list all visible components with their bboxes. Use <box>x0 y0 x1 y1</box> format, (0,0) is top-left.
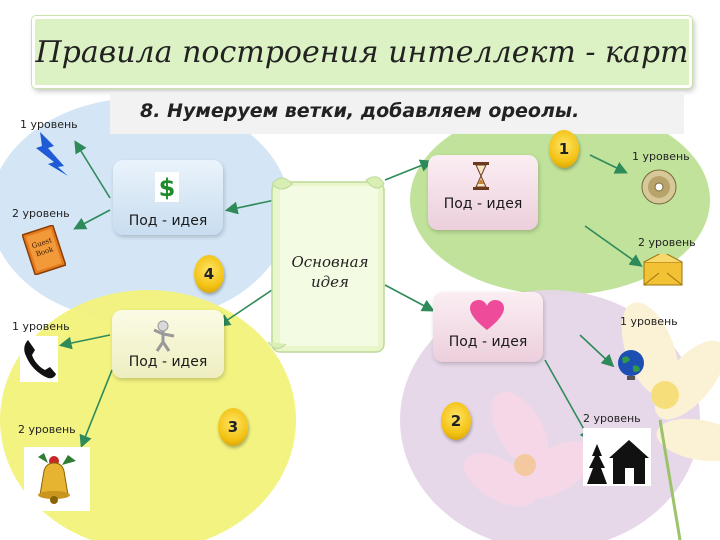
branch-number-1: 1 <box>549 130 579 168</box>
dollar-icon: $ <box>155 172 179 202</box>
arrow-b4-level1 <box>74 140 111 199</box>
sub-idea-label-2: Под - идея <box>448 334 528 350</box>
arrow-b3-level2 <box>79 369 113 448</box>
center-idea-line-1: Основная <box>291 253 369 271</box>
branch-number-3: 3 <box>218 408 248 446</box>
arrow-center-to-branch-1 <box>384 159 433 181</box>
arrow-b2-level2 <box>544 359 592 443</box>
person-icon <box>153 320 175 352</box>
branch-2-level1-label: 1 уровень <box>620 315 678 328</box>
center-scroll <box>267 176 385 353</box>
branch-1-level1-label: 1 уровень <box>632 150 690 163</box>
flower-icon <box>463 302 720 540</box>
bell-icon <box>24 447 90 511</box>
branch-number-2: 2 <box>441 402 471 440</box>
halo-branch-1 <box>410 105 710 295</box>
arrow-b2-level1 <box>579 334 615 368</box>
center-idea-line-2: идея <box>311 273 349 291</box>
page-subtitle: 8. Нумеруем ветки, добавляем ореолы. <box>140 100 580 122</box>
globe-icon <box>618 350 644 380</box>
book-icon: Guest Book <box>22 225 66 275</box>
arrow-b1-level2 <box>584 225 643 267</box>
branch-4-level1-label: 1 уровень <box>20 118 78 131</box>
sub-idea-label-1: Под - идея <box>443 195 523 212</box>
arrow-center-to-branch-4 <box>224 199 276 215</box>
branch-3-level2-label: 2 уровень <box>18 423 76 436</box>
sub-idea-label-3: Под - идея <box>128 354 208 370</box>
lightning-icon <box>36 132 68 176</box>
branch-3-level1-label: 1 уровень <box>12 320 70 333</box>
phone-icon <box>20 336 58 382</box>
hourglass-icon <box>473 162 489 190</box>
house-icon <box>583 428 651 486</box>
arrow-b1-level1 <box>589 154 628 174</box>
subtitle-band <box>110 92 684 134</box>
svg-text:$: $ <box>159 174 176 202</box>
arrow-center-to-branch-3 <box>217 287 276 327</box>
sub-idea-box-3[interactable]: Под - идея <box>112 310 224 378</box>
arrow-b4-level2 <box>73 209 111 230</box>
title-banner: Правила построения интеллект - карт <box>32 16 692 88</box>
branch-number-4: 4 <box>194 255 224 293</box>
center-idea-text: Основная идея <box>280 252 380 292</box>
envelope-icon <box>643 254 683 286</box>
branch-1-level2-label: 2 уровень <box>638 236 696 249</box>
arrow-b3-level1 <box>58 334 111 350</box>
sub-idea-label-4: Под - идея <box>128 213 208 229</box>
heart-icon <box>470 300 504 330</box>
branch-2-level2-label: 2 уровень <box>583 412 641 425</box>
branch-4-level2-label: 2 уровень <box>12 207 70 220</box>
cd-icon <box>641 169 677 205</box>
page-title: Правила построения интеллект - карт <box>35 34 689 70</box>
arrow-center-to-branch-2 <box>384 284 435 312</box>
